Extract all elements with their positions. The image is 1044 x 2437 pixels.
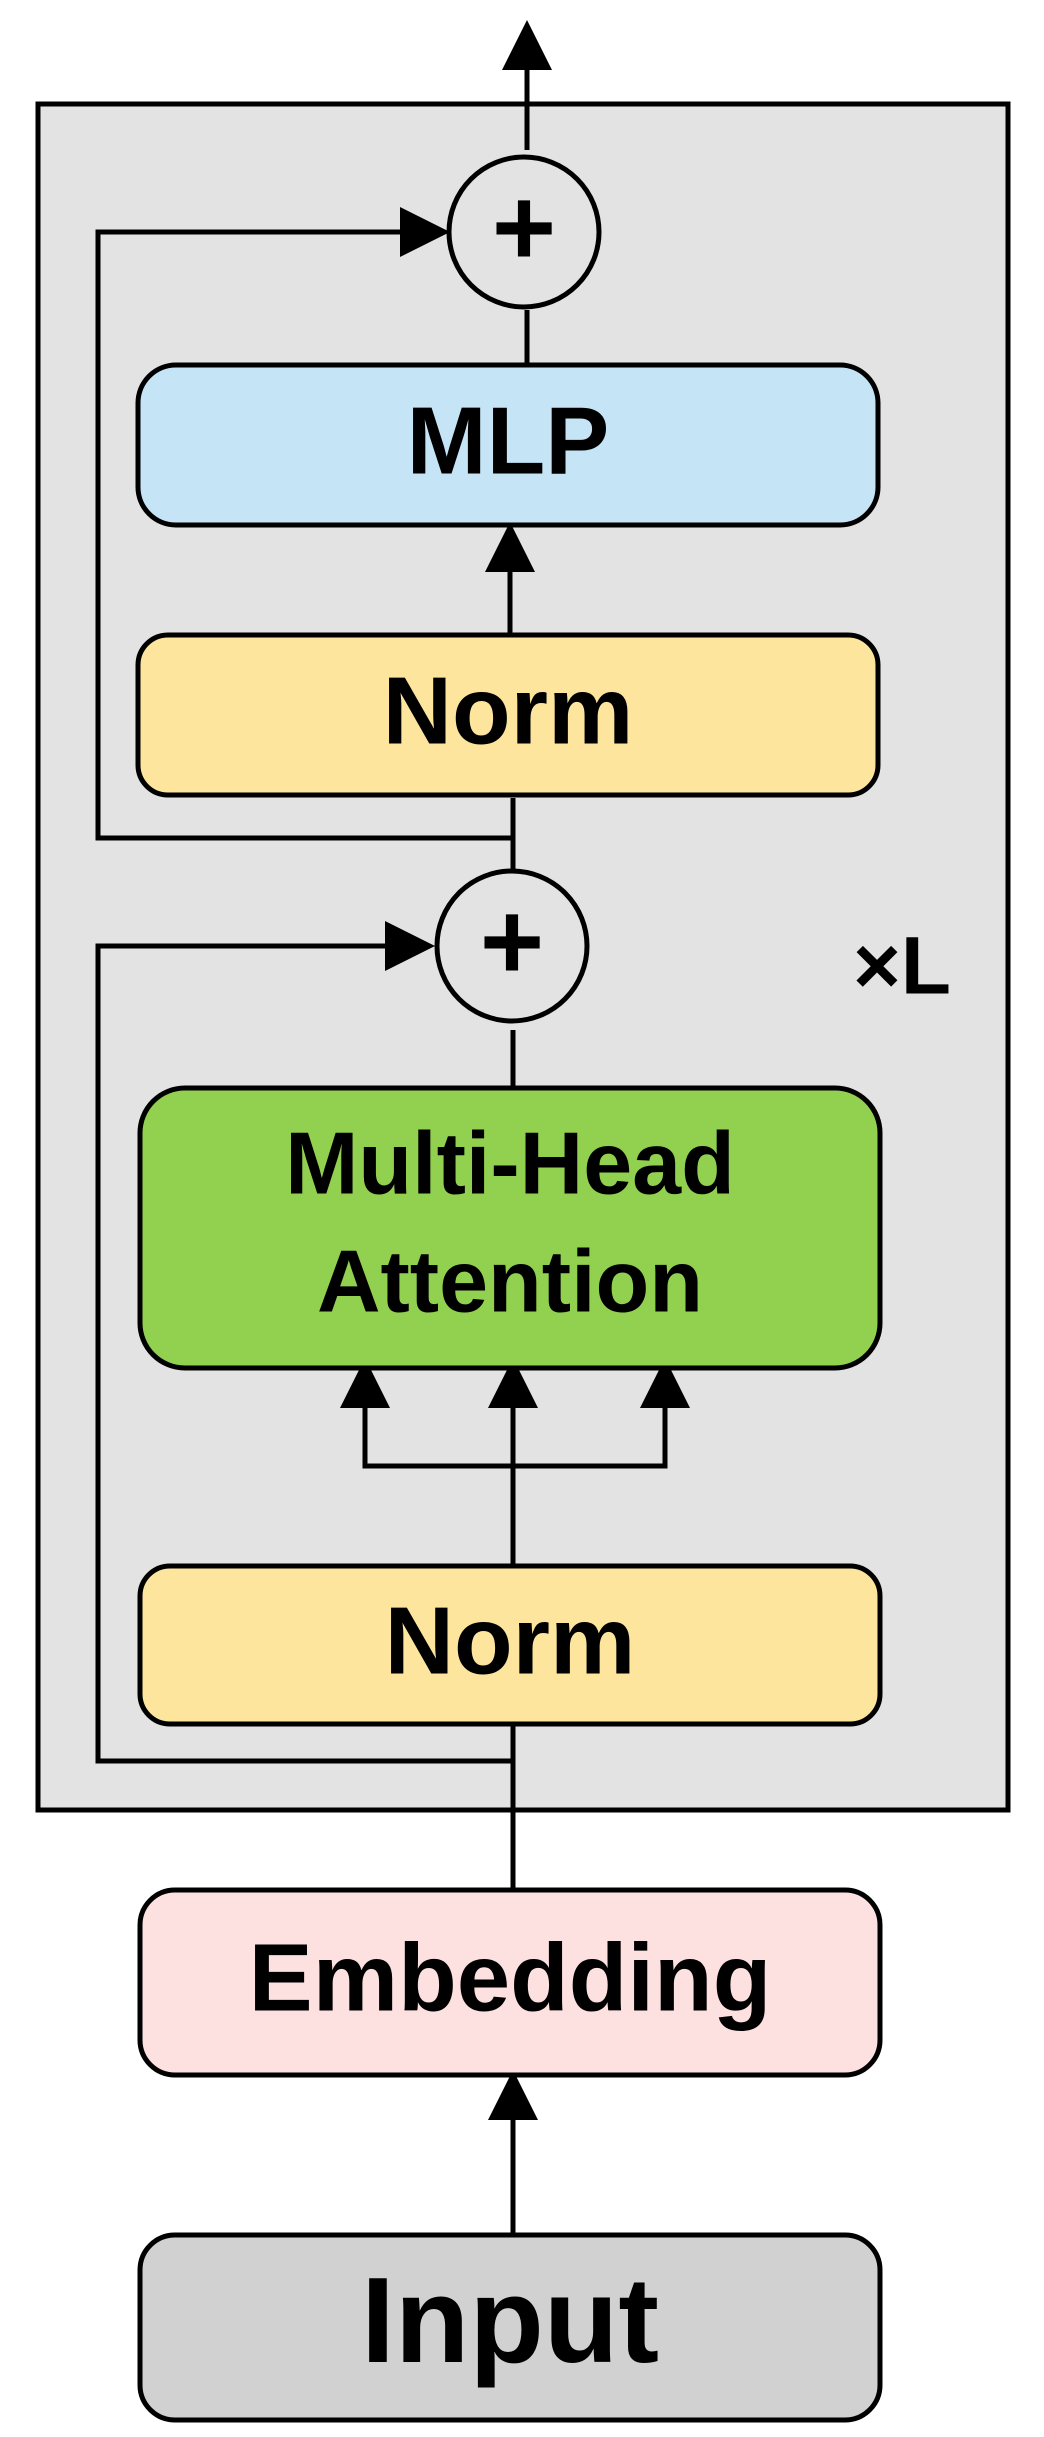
attention-split-wire bbox=[362, 1368, 668, 1469]
norm-2-label: Norm bbox=[383, 657, 634, 764]
residual-add-node-1: + bbox=[434, 868, 590, 1024]
residual-add-node-2: + bbox=[446, 154, 602, 310]
norm-1-label: Norm bbox=[385, 1587, 636, 1694]
attention-label-line-2: Attention bbox=[317, 1231, 703, 1330]
residual-connection-2 bbox=[95, 207, 513, 841]
norm-block-1: Norm bbox=[137, 1563, 883, 1727]
attention-block: Multi-Head Attention bbox=[137, 1085, 883, 1371]
attention-label-line-1: Multi-Head bbox=[285, 1113, 735, 1212]
repeat-count-label: ×L bbox=[853, 921, 951, 1012]
mlp-label: MLP bbox=[407, 387, 610, 494]
mlp-block: MLP bbox=[135, 362, 881, 528]
input-block: Input bbox=[137, 2232, 883, 2423]
norm-block-2: Norm bbox=[135, 632, 881, 798]
residual-connection-1 bbox=[95, 921, 513, 1764]
embedding-block: Embedding bbox=[137, 1887, 883, 2078]
input-label: Input bbox=[361, 2252, 659, 2388]
add-symbol-2: + bbox=[492, 166, 556, 289]
add-symbol-1: + bbox=[480, 880, 544, 1003]
embedding-label: Embedding bbox=[249, 1924, 772, 2031]
